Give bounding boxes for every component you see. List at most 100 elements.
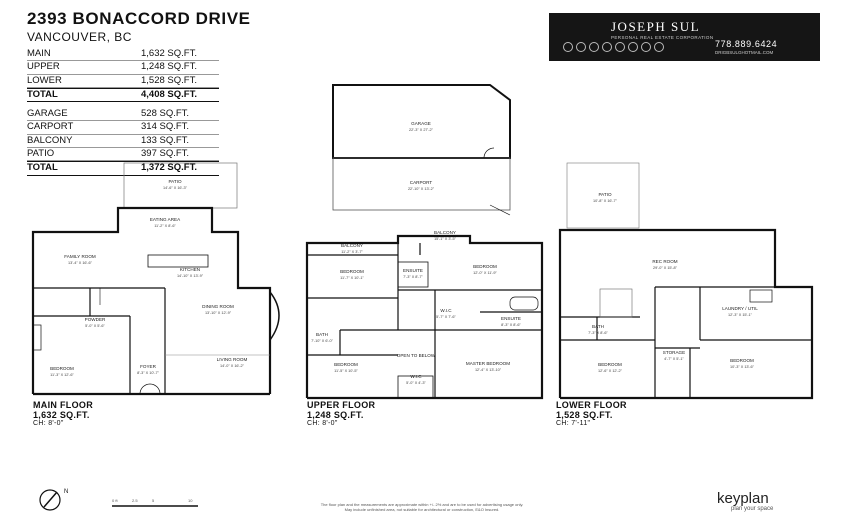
room-label-patio-main: PATIO xyxy=(168,179,182,184)
area-value: 528 SQ.FT. xyxy=(141,108,190,120)
room-dims-wic-u2: 5'-0" X 4'-3" xyxy=(406,381,426,385)
room-dims-family: 13'-4" X 16'-6" xyxy=(68,261,93,265)
room-dims-laundry: 12'-3" X 15'-1" xyxy=(728,313,753,317)
svg-text:0 ft: 0 ft xyxy=(112,498,118,503)
area-value: 1,372 SQ.FT. xyxy=(141,162,197,174)
room-label-bath-l: BATH xyxy=(592,324,604,329)
award-badge-icon xyxy=(563,42,573,52)
svg-text:10: 10 xyxy=(188,498,193,503)
upper-floor-label: UPPER FLOOR 1,248 SQ.FT. CH: 8'-0" xyxy=(307,400,376,427)
room-dims-rec: 29'-0" X 15'-8" xyxy=(653,266,678,270)
area-label: TOTAL xyxy=(27,162,58,174)
room-dims-bath-l: 7'-3" X 8'-6" xyxy=(588,331,608,335)
area-label: BALCONY xyxy=(27,134,73,146)
room-label-balcony-a: BALCONY xyxy=(341,243,363,248)
room-dims-dining: 13'-10" X 12'-9" xyxy=(205,311,232,315)
room-label-eating: EATING AREA xyxy=(150,217,181,222)
room-dims-powder: 5'-0" X 5'-6" xyxy=(85,324,105,328)
room-dims-patio-main: 14'-6" X 16'-3" xyxy=(163,186,188,190)
room-label-kitchen: KITCHEN xyxy=(180,267,200,272)
area-value: 314 SQ.FT. xyxy=(141,121,190,133)
room-label-patio-lower: PATIO xyxy=(598,192,612,197)
listing-address: 2393 BONACCORD DRIVE xyxy=(27,9,251,28)
room-dims-bedroom-u1: 11'-7" X 10'-1" xyxy=(340,276,364,280)
room-dims-garage: 22'-3" X 27'-2" xyxy=(409,128,434,132)
room-label-bedroom-l2: BEDROOM xyxy=(730,358,754,363)
lower-floor-label: LOWER FLOOR 1,528 SQ.FT. CH: 7'-11" xyxy=(556,400,627,427)
room-dims-balcony-a: 11'-2" X 3'-7" xyxy=(341,250,363,254)
area-total-row: TOTAL 1,372 SQ.FT. xyxy=(27,161,219,176)
room-label-master: MASTER BEDROOM xyxy=(466,361,510,366)
room-label-storage: STORAGE xyxy=(663,350,685,355)
award-badge-icon xyxy=(628,42,638,52)
room-dims-bedroom-l2: 10'-3" X 13'-6" xyxy=(730,365,755,369)
room-label-ensuite-u: ENSUITE xyxy=(403,268,423,273)
area-row: GARAGE 528 SQ.FT. xyxy=(27,108,219,122)
agent-phone: 778.889.6424 xyxy=(715,39,778,49)
agent-name: JOSEPH SUL xyxy=(611,19,701,34)
area-value: 4,408 SQ.FT. xyxy=(141,88,197,100)
room-dims-bedroom-l1: 12'-6" X 12'-2" xyxy=(598,369,623,373)
award-badge-icon xyxy=(654,42,664,52)
room-label-ensuite-m: ENSUITE xyxy=(501,316,521,321)
room-label-open-below: OPEN TO BELOW xyxy=(397,353,436,358)
room-label-balcony-b: BALCONY xyxy=(434,230,456,235)
area-label: UPPER xyxy=(27,61,60,73)
room-dims-living: 14'-0" X 16'-2" xyxy=(220,364,245,368)
award-badge-icon xyxy=(576,42,586,52)
room-label-carport: CARPORT xyxy=(410,180,433,185)
award-badge-icon xyxy=(641,42,651,52)
svg-text:N: N xyxy=(64,489,68,495)
lower-floor-plan xyxy=(558,162,814,400)
area-label: LOWER xyxy=(27,74,62,86)
keyplan-tagline: plan your space xyxy=(731,506,774,512)
room-dims-eating: 11'-2" X 8'-6" xyxy=(154,224,176,228)
room-label-living: LIVING ROOM xyxy=(217,357,248,362)
room-label-bedroom-u3: BEDROOM xyxy=(334,362,358,367)
main-floor-plan xyxy=(31,162,280,396)
area-value: 1,248 SQ.FT. xyxy=(141,61,197,73)
room-dims-patio-lower: 10'-8" X 16'-7" xyxy=(593,199,618,203)
compass-icon xyxy=(39,489,61,511)
room-label-wic-u2: W.I.C xyxy=(410,374,422,379)
room-dims-ensuite-u: 7'-3" X 8'-7" xyxy=(403,275,423,279)
room-label-bath-u: BATH xyxy=(316,332,328,337)
area-row: UPPER 1,248 SQ.FT. xyxy=(27,61,219,75)
area-label: PATIO xyxy=(27,148,55,160)
room-label-bedroom-l1: BEDROOM xyxy=(598,362,622,367)
room-dims-ensuite-m: 8'-3" X 8'-6" xyxy=(501,323,521,327)
room-dims-foyer: 8'-3" X 10'-7" xyxy=(137,371,160,375)
garage-plan xyxy=(332,84,511,216)
room-label-laundry: LAUNDRY / UTIL xyxy=(722,306,758,311)
upper-floor-plan xyxy=(305,234,544,400)
agent-brand-card: JOSEPH SUL PERSONAL REAL ESTATE CORPORAT… xyxy=(549,13,820,61)
room-dims-bath-u: 7'-10" X 6'-0" xyxy=(311,339,334,343)
disclaimer: The floor plan and the measurements are … xyxy=(320,502,524,512)
room-label-family: FAMILY ROOM xyxy=(64,254,96,259)
area-label: GARAGE xyxy=(27,108,68,120)
svg-text:5: 5 xyxy=(152,498,155,503)
agent-subtitle: PERSONAL REAL ESTATE CORPORATION xyxy=(611,35,714,40)
room-dims-wic-u: 5'-7" X 7'-6" xyxy=(436,315,456,319)
award-badges xyxy=(563,42,664,52)
room-label-powder: POWDER xyxy=(85,317,106,322)
award-badge-icon xyxy=(589,42,599,52)
main-floor-label: MAIN FLOOR 1,632 SQ.FT. CH: 8'-0" xyxy=(33,400,93,427)
room-dims-balcony-b: 15'-1" X 3'-5" xyxy=(434,237,457,241)
room-label-bedroom-u1: BEDROOM xyxy=(340,269,364,274)
award-badge-icon xyxy=(615,42,625,52)
room-label-wic-u: W.I.C xyxy=(440,308,452,313)
keyplan-logo: keyplan xyxy=(717,490,769,507)
room-dims-bedroom-u3: 11'-5" X 10'-5" xyxy=(334,369,358,373)
room-label-dining: DINING ROOM xyxy=(202,304,234,309)
area-value: 397 SQ.FT. xyxy=(141,148,190,160)
room-dims-kitchen: 14'-10" X 13'-9" xyxy=(177,274,204,278)
agent-email: DRIGBSULGHOTMAIL.COM xyxy=(715,50,774,55)
